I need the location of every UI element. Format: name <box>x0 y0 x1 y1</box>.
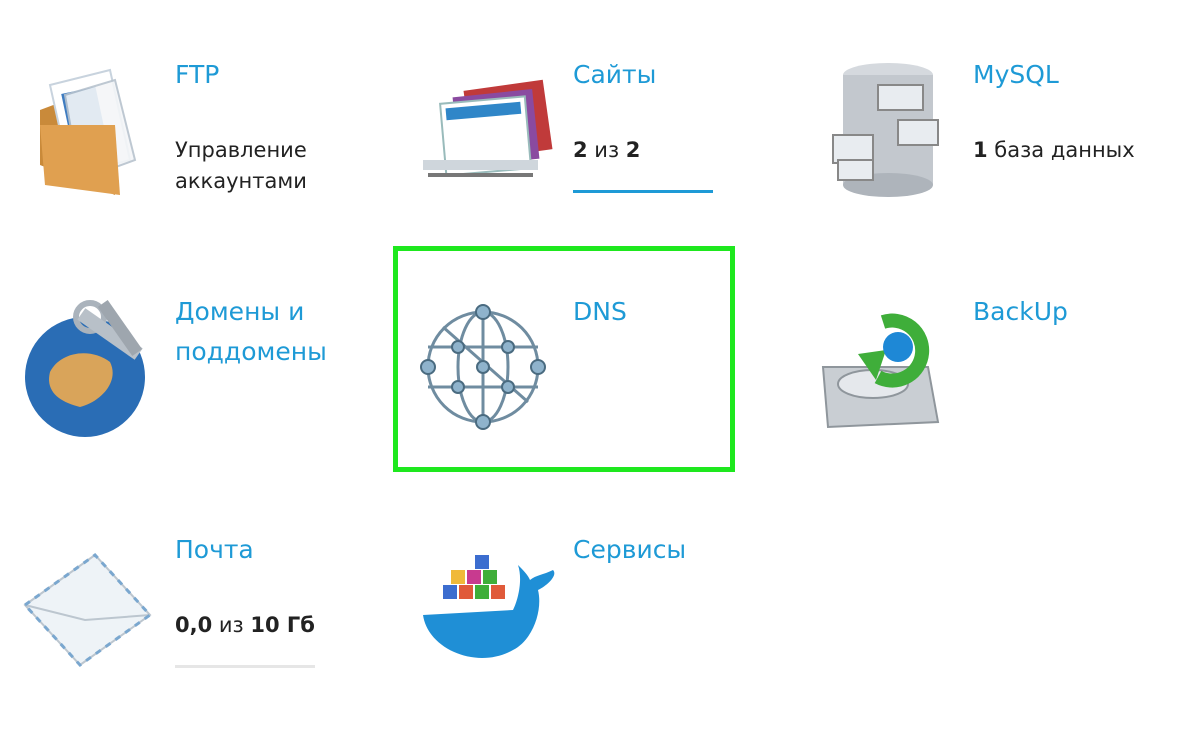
envelope-icon <box>20 530 170 680</box>
website-cards-icon <box>418 55 568 205</box>
docker-whale-icon <box>418 530 568 680</box>
sites-tile[interactable]: Сайты 2 из 2 <box>418 55 778 255</box>
harddrive-sync-icon <box>818 292 968 442</box>
mysql-title[interactable]: MySQL <box>973 60 1059 89</box>
network-globe-icon <box>418 292 568 442</box>
dns-tile[interactable]: DNS <box>418 292 778 492</box>
services-title[interactable]: Сервисы <box>573 535 687 564</box>
domains-title[interactable]: Домены и поддомены <box>175 297 327 366</box>
ftp-title[interactable]: FTP <box>175 60 220 89</box>
mail-usage: 0,0 из 10 Гб <box>175 613 315 637</box>
backup-title[interactable]: BackUp <box>973 297 1068 326</box>
mail-tile[interactable]: Почта 0,0 из 10 Гб <box>20 530 380 730</box>
sites-usage-fill <box>573 190 713 193</box>
mail-usage-bar <box>175 665 315 668</box>
mail-title[interactable]: Почта <box>175 535 254 564</box>
dns-highlight <box>393 246 735 472</box>
sites-title[interactable]: Сайты <box>573 60 657 89</box>
ftp-tile[interactable]: FTP Управление аккаунтами <box>20 55 380 255</box>
database-cabinet-icon <box>818 55 968 205</box>
sites-usage: 2 из 2 <box>573 138 641 162</box>
dns-title[interactable]: DNS <box>573 297 627 326</box>
folder-files-icon <box>20 55 170 205</box>
domains-tile[interactable]: Домены и поддомены <box>20 292 380 492</box>
globe-keys-icon <box>20 292 170 442</box>
sites-usage-bar <box>573 190 713 193</box>
ftp-subtitle: Управление аккаунтами <box>175 138 307 193</box>
mysql-count: 1 база данных <box>973 138 1135 162</box>
backup-tile[interactable]: BackUp <box>818 292 1178 492</box>
services-tile[interactable]: Сервисы <box>418 530 778 730</box>
mysql-tile[interactable]: MySQL 1 база данных <box>818 55 1178 255</box>
